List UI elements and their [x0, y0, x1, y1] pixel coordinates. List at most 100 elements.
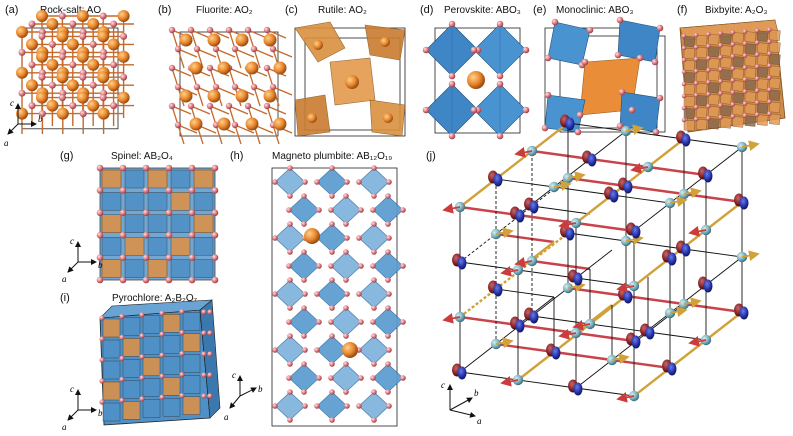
oxygen-atom — [328, 207, 334, 213]
displacement-arrow — [442, 203, 461, 214]
bond — [234, 124, 242, 145]
cation-atom — [273, 117, 287, 131]
octahedron — [358, 223, 390, 253]
octahedron — [147, 192, 168, 211]
oxygen-atom — [371, 249, 377, 255]
oxygen-atom — [693, 104, 699, 110]
oxygen-atom — [329, 165, 335, 171]
tetrahedron — [193, 169, 214, 189]
bond — [266, 105, 287, 115]
cation-atom — [207, 33, 221, 47]
displacement-arrow — [495, 337, 514, 348]
octahedron — [288, 363, 320, 393]
lattice-bond — [669, 174, 707, 204]
oxygen-atom — [159, 331, 165, 337]
bond — [171, 67, 192, 77]
axis-b-label-j: b — [474, 388, 479, 398]
oxygen-atom — [142, 209, 150, 217]
lattice-bond — [705, 311, 743, 341]
oxygen-atom — [165, 209, 173, 217]
axes-indicator-i: c b a — [62, 384, 103, 432]
polyhedron — [683, 35, 696, 48]
spin-lobe-up — [529, 200, 539, 214]
polyhedron-b — [162, 356, 181, 375]
oxygen-atom — [179, 309, 185, 315]
spin-lobe-up — [667, 362, 677, 376]
octahedron — [124, 169, 145, 189]
bond — [247, 29, 255, 50]
cation-atom — [217, 61, 231, 75]
oxygen-atom — [165, 254, 173, 261]
cation-atom — [245, 117, 259, 131]
oxygen-atom — [356, 291, 362, 297]
oxygen-atom — [370, 263, 376, 269]
displacement-arrow — [553, 180, 572, 191]
oxygen-atom — [522, 46, 530, 54]
lattice-bond — [633, 312, 671, 342]
displacement-arrow — [616, 392, 635, 403]
octahedron — [330, 307, 362, 337]
lattice-bond — [459, 288, 497, 318]
axes-indicator-g: c b a — [62, 236, 103, 284]
oxygen-atom — [287, 417, 293, 423]
axis-c-label-g: c — [70, 236, 74, 246]
oxygen-atom — [301, 361, 307, 367]
lattice-bond — [531, 149, 591, 161]
oxygen-atom — [754, 88, 760, 93]
displacement-arrow — [442, 313, 461, 324]
panel-title-a: Rock-salt: AO — [40, 5, 102, 16]
spin-lobe-up — [739, 306, 749, 320]
spin-lobe-up — [573, 272, 583, 286]
displacement-arrow — [567, 171, 586, 182]
panel-title-g: Spinel: AB₂O₄ — [111, 151, 173, 162]
oxygen-atom — [754, 76, 760, 81]
oxygen-atom — [616, 16, 624, 24]
lattice-bond — [589, 323, 649, 333]
oxygen-atom — [225, 102, 233, 110]
oxygen-atom — [301, 277, 307, 283]
displacement-arrow — [572, 320, 591, 331]
oxygen-atom — [96, 254, 104, 261]
bond — [190, 29, 211, 39]
oxygen-atom — [89, 40, 97, 48]
lattice-bond — [625, 184, 685, 196]
oxygen-atom — [693, 68, 699, 74]
cation-atom — [235, 33, 249, 47]
displacement-arrow — [558, 329, 577, 340]
bond — [228, 29, 236, 50]
oxygen-atom — [730, 54, 736, 59]
cation-atom — [46, 99, 59, 112]
panel-title-h: Magneto plumbite: AB₁₂O₁₉ — [272, 151, 393, 162]
cation-atom — [107, 38, 120, 51]
lattice-bond — [611, 166, 649, 196]
spin-lobe-up — [681, 243, 691, 257]
oxygen-atom — [718, 115, 723, 120]
oxygen-atom — [628, 106, 636, 114]
octahedron — [274, 279, 306, 309]
cation-atom — [26, 79, 38, 92]
oxygen-atom — [250, 83, 258, 91]
oxygen-atom — [693, 116, 699, 122]
lattice-bond — [575, 331, 635, 343]
displacement-arrow — [688, 226, 707, 237]
octahedron — [330, 363, 362, 393]
oxygen-atom — [119, 164, 127, 172]
displacement-arrow — [558, 219, 577, 230]
lattice-bond — [495, 315, 533, 345]
oxygen-atom — [119, 209, 127, 217]
oxygen-atom — [386, 179, 392, 185]
oxygen-atom — [99, 357, 105, 363]
oxygen-atom — [206, 64, 214, 72]
oxygen-atom — [636, 54, 644, 62]
oxygen-atom — [231, 121, 239, 129]
tetrahedron — [124, 236, 145, 256]
bond — [209, 105, 230, 115]
spin-lobe-up — [623, 290, 633, 304]
lattice-bond — [705, 201, 743, 231]
panel-title-c: Rutile: AO₂ — [318, 5, 367, 16]
polyhedron — [683, 71, 696, 84]
polyhedron — [708, 33, 720, 46]
lattice-bond — [633, 202, 671, 232]
panel-title-f: Bixbyite: A₂O₃ — [705, 5, 768, 16]
cation-atom — [97, 107, 110, 120]
